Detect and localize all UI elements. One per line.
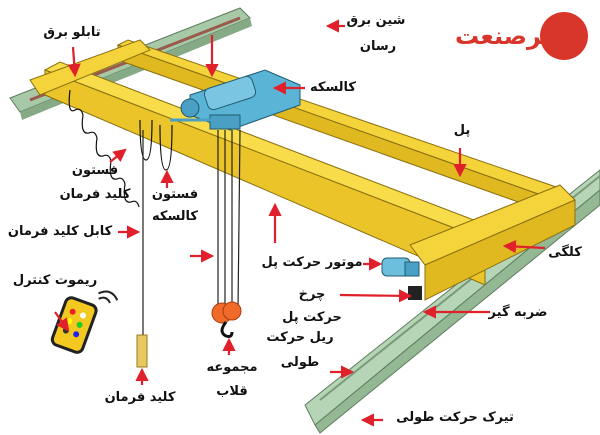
label-end-carriage: کلگی: [548, 245, 582, 260]
buffer-block: [408, 286, 422, 300]
trolley: [170, 69, 301, 131]
label-busbar-line2: رسان: [359, 39, 397, 54]
label-festoon-pendant-line1: فستون: [71, 163, 119, 178]
pendant-switch: [136, 334, 148, 368]
label-trolley: کالسکه: [310, 80, 356, 95]
label-hook-block-line2: قلاب: [216, 384, 248, 399]
brand-logo-icon: [540, 12, 588, 60]
label-festoon-trolley-line2: کالسکه: [152, 209, 198, 224]
label-festoon-pendant-line2: کلید فرمان: [59, 187, 131, 202]
label-hook-block-line1: مجموعه: [206, 360, 258, 375]
brand-logo: دکترصنعت: [455, 22, 579, 50]
label-pendant-cable: کابل کلید فرمان: [7, 224, 113, 239]
label-arrows: [54, 19, 546, 427]
label-bridge-wheel-line2: حرکت پل: [282, 310, 342, 325]
label-runway-rail-line2: طولی: [280, 355, 320, 370]
label-bridge: پل: [453, 123, 471, 138]
label-bridge-wheel-line1: چرخ: [298, 287, 326, 302]
bridge-motor: [381, 257, 422, 300]
label-festoon-trolley-line1: فستون: [151, 187, 199, 202]
bridge-girders: [29, 39, 576, 301]
label-remote-control: ریموت کنترل: [12, 273, 98, 288]
hook-block: [211, 301, 242, 338]
label-runway-rail-line1: ریل حرکت: [266, 330, 334, 345]
label-bridge-motor: موتور حرکت پل: [261, 255, 363, 270]
label-pendant: کلید فرمان: [104, 390, 176, 405]
hook-ropes: [217, 129, 241, 311]
label-electric-panel: تابلو برق: [43, 25, 101, 40]
label-busbar-line1: شین برق: [346, 13, 406, 28]
label-buffer: ضربه گیر: [488, 305, 548, 320]
label-runway-beam: تیرک حرکت طولی: [396, 410, 514, 425]
